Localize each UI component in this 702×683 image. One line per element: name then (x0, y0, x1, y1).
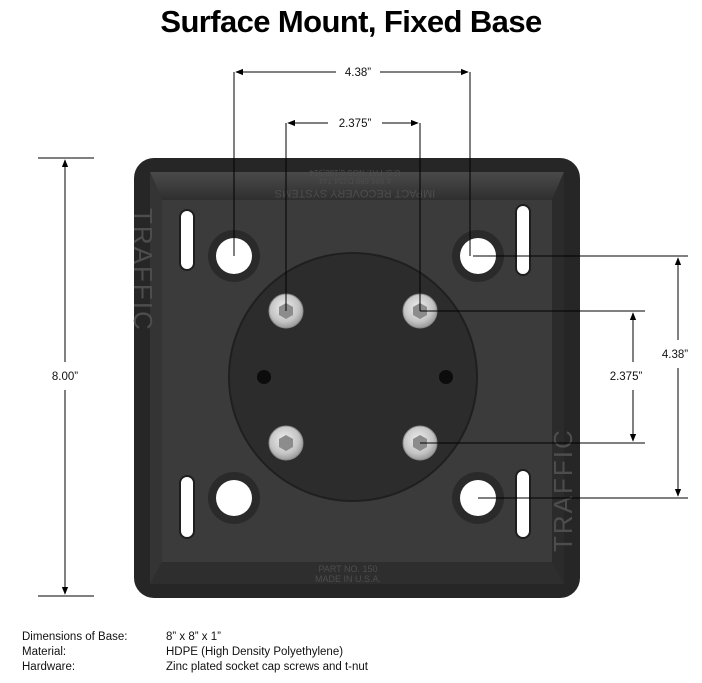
slot (515, 469, 531, 539)
spec-row: Material: HDPE (High Density Polyethylen… (22, 645, 682, 660)
spec-row: Hardware: Zinc plated socket cap screws … (22, 660, 682, 675)
slot (179, 475, 195, 539)
dim-top-outer-label: 4.38” (345, 67, 371, 79)
mounting-slots (179, 204, 531, 539)
spec-label: Dimensions of Base: (22, 631, 128, 643)
spec-value: 8” x 8” x 1” (166, 631, 221, 643)
center-disc (228, 252, 478, 502)
dim-height-label: 8.00” (52, 371, 78, 383)
brand-left-text: TRAFFIC (128, 208, 158, 332)
company-text: IMPACT RECOVERY SYSTEMS (275, 187, 436, 199)
base-diagram: TRAFFIC TRAFFIC IMPACT RECOVERY SYSTEMS … (38, 67, 688, 598)
dim-right-outer-label: 4.38” (662, 349, 688, 361)
pin-hole (439, 370, 453, 384)
spec-row: Dimensions of Base: 8” x 8” x 1” (22, 630, 682, 645)
patents-line2-text: 4,986,688 D334,744 (318, 176, 391, 185)
spec-value: HDPE (High Density Polyethylene) (166, 646, 344, 658)
brand-right-text: TRAFFIC (548, 428, 578, 552)
made-in-text: MADE IN U.S.A. (315, 574, 381, 584)
page-title: Surface Mount, Fixed Base (160, 4, 542, 39)
spec-table: Dimensions of Base: 8” x 8” x 1” Materia… (22, 630, 682, 675)
slot (515, 204, 531, 276)
patents-line1-text: U.S. PAT. NOS 6,138,914 (309, 168, 400, 177)
dimension-lines (38, 68, 688, 597)
dim-top-inner-label: 2.375” (339, 118, 372, 130)
slot (179, 209, 195, 271)
screw (268, 425, 304, 461)
spec-label: Material: (22, 646, 67, 658)
embossed-text: TRAFFIC TRAFFIC IMPACT RECOVERY SYSTEMS … (128, 168, 578, 584)
dim-right-inner-label: 2.375” (610, 371, 643, 383)
pin-hole (257, 370, 271, 384)
spec-label: Hardware: (22, 661, 76, 673)
part-no-text: PART NO. 150 (318, 564, 377, 574)
spec-value: Zinc plated socket cap screws and t-nut (166, 661, 368, 673)
